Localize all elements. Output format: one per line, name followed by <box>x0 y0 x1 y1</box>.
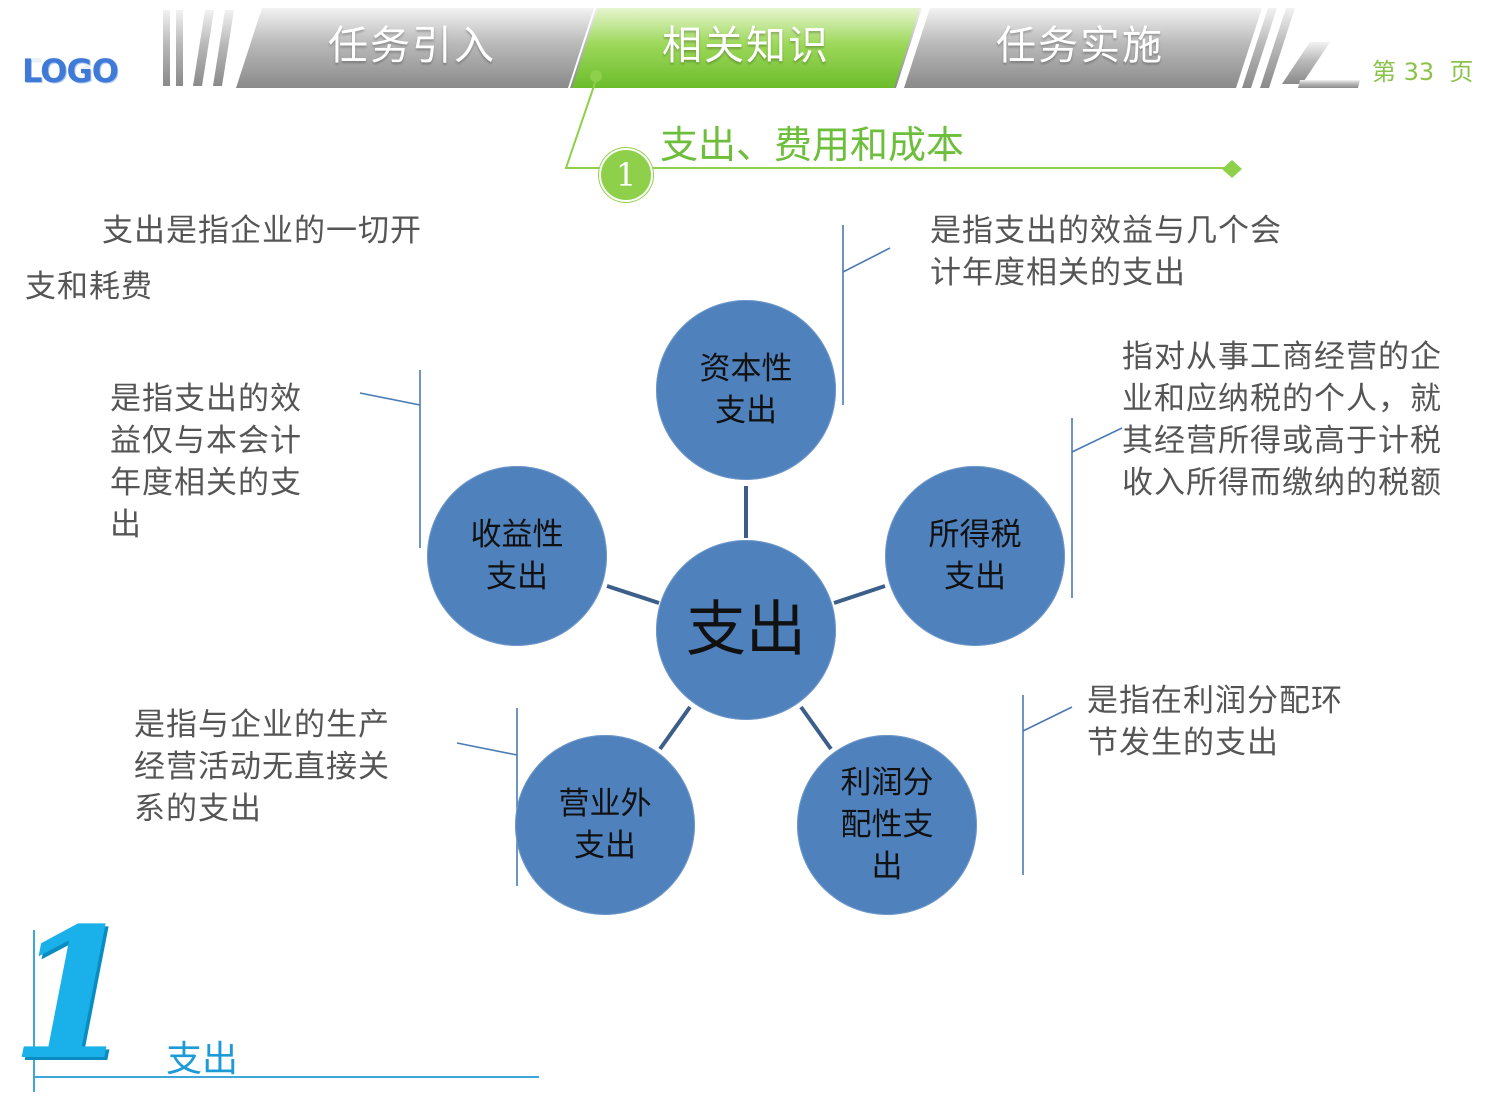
desc-income-tax-line: 指对从事工商经营的企 <box>1122 339 1442 375</box>
tab-shape-3 <box>904 8 1262 88</box>
node-profit-distribution-expenditure: 利润分配性支出 <box>797 735 977 915</box>
desc-profit-distribution-line: 是指在利润分配环 <box>1087 683 1343 719</box>
desc-revenue-line: 年度相关的支 <box>110 465 302 501</box>
desc-non-operating-line: 经营活动无直接关 <box>134 749 390 785</box>
desc-income-tax-line: 收入所得而缴纳的税额 <box>1122 465 1442 501</box>
tab-task-implementation[interactable]: 任务实施 <box>996 23 1164 69</box>
tab-task-intro[interactable]: 任务引入 <box>328 23 496 69</box>
desc-income-tax-line: 业和应纳税的个人，就 <box>1122 381 1442 417</box>
desc-revenue-line: 出 <box>110 507 142 543</box>
connector-revenue <box>606 584 660 605</box>
footer-rule <box>33 1076 539 1078</box>
desc-revenue: 是指支出的效 益仅与本会计 年度相关的支 出 <box>110 378 302 546</box>
connector-profit-distribution <box>799 705 833 751</box>
section-title: 支出、费用和成本 <box>660 123 965 167</box>
desc-non-operating-line: 是指与企业的生产 <box>134 707 390 743</box>
tab-bar-graphics <box>163 8 1360 178</box>
desc-income-tax: 指对从事工商经营的企 业和应纳税的个人，就 其经营所得或高于计税 收入所得而缴纳… <box>1122 336 1442 504</box>
footer-vertical-rule <box>33 930 35 1092</box>
intro-text-line-2: 支和耗费 <box>25 269 153 305</box>
node-label-revenue: 收益性支出 <box>470 517 564 595</box>
node-revenue-expenditure: 收益性支出 <box>427 466 607 646</box>
footer-big-number: 1 <box>10 889 136 1100</box>
logo: LOGO <box>22 52 119 90</box>
tab-shape-1 <box>236 8 594 88</box>
node-capital-expenditure: 资本性支出 <box>656 300 836 480</box>
desc-capital: 是指支出的效益与几个会 计年度相关的支出 <box>930 210 1282 294</box>
desc-capital-line: 是指支出的效益与几个会 <box>930 213 1282 249</box>
tab-related-knowledge[interactable]: 相关知识 <box>662 23 830 69</box>
node-income-tax-expenditure: 所得税支出 <box>885 466 1065 646</box>
center-node-label: 支出 <box>686 595 806 665</box>
page-number: 第 33 页 <box>1372 58 1474 86</box>
desc-revenue-line: 是指支出的效 <box>110 381 302 417</box>
desc-profit-distribution-line: 节发生的支出 <box>1087 725 1279 761</box>
section-number-badge: 1 <box>599 148 653 202</box>
node-label-capital: 资本性支出 <box>699 351 793 429</box>
intro-text-line-1: 支出是指企业的一切开 <box>102 213 422 249</box>
node-label-income-tax: 所得税支出 <box>928 517 1022 595</box>
connector-non-operating <box>658 705 692 751</box>
center-node-expenditure: 支出 <box>656 540 836 720</box>
desc-non-operating-line: 系的支出 <box>134 791 262 827</box>
desc-profit-distribution: 是指在利润分配环 节发生的支出 <box>1087 680 1343 764</box>
connector-income-tax <box>833 584 886 605</box>
node-label-non-operating: 营业外支出 <box>558 786 652 864</box>
desc-non-operating: 是指与企业的生产 经营活动无直接关 系的支出 <box>134 704 390 830</box>
footer-section-label: 支出 <box>166 1039 239 1080</box>
desc-capital-line: 计年度相关的支出 <box>930 255 1186 291</box>
node-non-operating-expenditure: 营业外支出 <box>515 735 695 915</box>
desc-revenue-line: 益仅与本会计 <box>110 423 302 459</box>
desc-income-tax-line: 其经营所得或高于计税 <box>1122 423 1442 459</box>
node-label-profit-distribution: 利润分配性支出 <box>840 765 934 885</box>
